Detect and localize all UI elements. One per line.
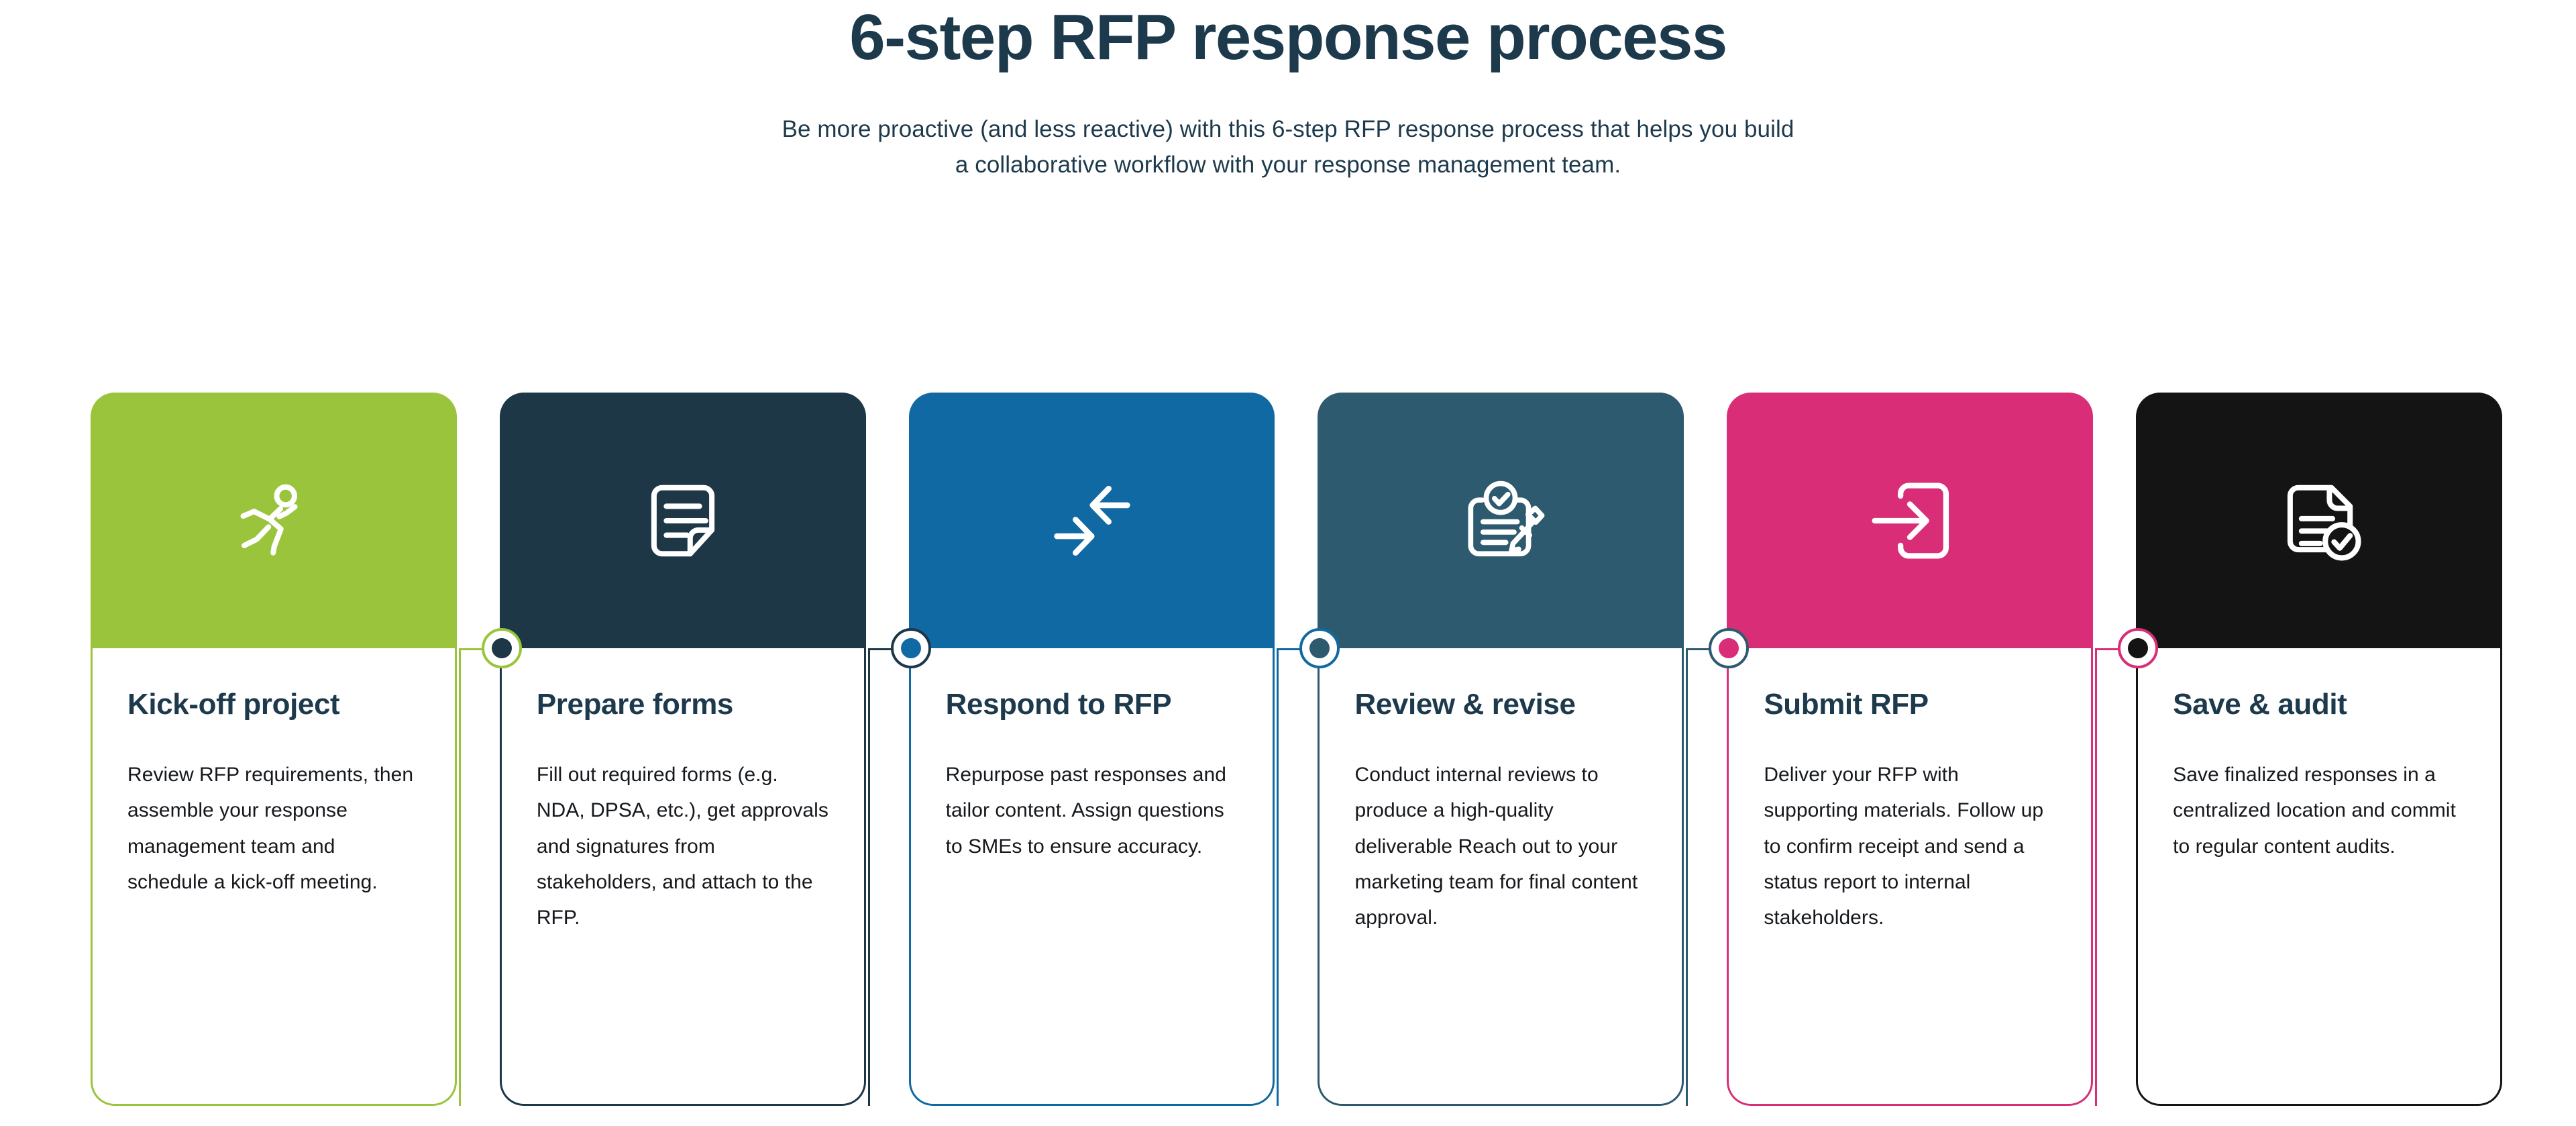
step-icon-panel-3 [908, 393, 1275, 648]
step-body-1: Kick-off project Review RFP requirements… [91, 648, 457, 1106]
step-title-3: Respond to RFP [945, 688, 1172, 721]
step-description-6: Save finalized responses in a centralize… [2173, 763, 2456, 858]
step-description-5: Deliver your RFP with supporting materia… [1764, 763, 2044, 929]
step-title-6: Save & audit [2173, 688, 2347, 721]
step-body-3: Respond to RFP Repurpose past responses … [867, 628, 1275, 1106]
connector-drop-5 [2095, 648, 2098, 1106]
step-icon-panel-2 [499, 393, 866, 648]
step-description-4: Conduct internal reviews to produce a hi… [1354, 763, 1638, 929]
step-card-3[interactable]: Respond to RFP Repurpose past responses … [867, 393, 1275, 1106]
step-node-core-4 [1309, 638, 1330, 658]
step-title-2: Prepare forms [536, 688, 734, 721]
connector-drop-2 [867, 648, 870, 1106]
running-person-icon [222, 469, 325, 572]
step-icon-panel-6 [2136, 393, 2502, 648]
step-card-6[interactable]: Save & audit Save finalized responses in… [2095, 393, 2502, 1106]
exchange-arrows-icon [1040, 469, 1144, 572]
step-description-3: Repurpose past responses and tailor cont… [945, 763, 1226, 858]
step-node-dot-2 [481, 628, 522, 668]
subtitle-line-1: Be more proactive (and less reactive) wi… [782, 115, 1794, 142]
document-verified-icon [2267, 469, 2371, 572]
step-node-core-6 [2128, 638, 2149, 658]
document-folded-corner-icon [631, 469, 735, 572]
step-node-core-3 [900, 638, 921, 658]
step-node-dot-4 [1299, 628, 1340, 668]
step-icon-panel-1 [91, 393, 457, 648]
step-body-6: Save & audit Save finalized responses in… [2095, 628, 2502, 1106]
step-card-2[interactable]: Prepare forms Fill out required forms (e… [458, 393, 866, 1106]
header: 6-step RFP response process Be more proa… [0, 0, 2576, 183]
arrow-into-box-icon [1858, 469, 1962, 572]
page-subtitle: Be more proactive (and less reactive) wi… [0, 111, 2576, 183]
step-node-core-2 [491, 638, 512, 658]
step-node-dot-5 [1709, 628, 1750, 668]
step-card-4[interactable]: Review & revise Conduct internal reviews… [1277, 393, 1684, 1106]
step-title-1: Kick-off project [127, 688, 340, 721]
clipboard-pencil-check-icon [1449, 469, 1552, 572]
step-node-core-5 [1719, 638, 1739, 658]
connector-drop-4 [1686, 648, 1688, 1106]
process-steps-row: Kick-off project Review RFP requirements… [91, 393, 2502, 1106]
step-node-dot-3 [890, 628, 931, 668]
page-title: 6-step RFP response process [849, 1, 1727, 73]
subtitle-line-2: a collaborative workflow with your respo… [955, 151, 1621, 178]
step-title-4: Review & revise [1354, 688, 1576, 721]
step-body-5: Submit RFP Deliver your RFP with support… [1686, 628, 2094, 1106]
step-description-2: Fill out required forms (e.g. NDA, DPSA,… [536, 763, 828, 929]
step-description-1: Review RFP requirements, then assemble y… [127, 763, 414, 894]
step-body-2: Prepare forms Fill out required forms (e… [458, 628, 866, 1106]
step-card-1[interactable]: Kick-off project Review RFP requirements… [91, 393, 457, 1106]
step-title-5: Submit RFP [1764, 688, 1929, 721]
step-icon-panel-4 [1318, 393, 1684, 648]
step-icon-panel-5 [1727, 393, 2094, 648]
step-body-4: Review & revise Conduct internal reviews… [1277, 628, 1684, 1106]
connector-drop-1 [458, 648, 461, 1106]
step-node-dot-6 [2118, 628, 2159, 668]
step-card-5[interactable]: Submit RFP Deliver your RFP with support… [1686, 393, 2094, 1106]
connector-drop-3 [1277, 648, 1279, 1106]
